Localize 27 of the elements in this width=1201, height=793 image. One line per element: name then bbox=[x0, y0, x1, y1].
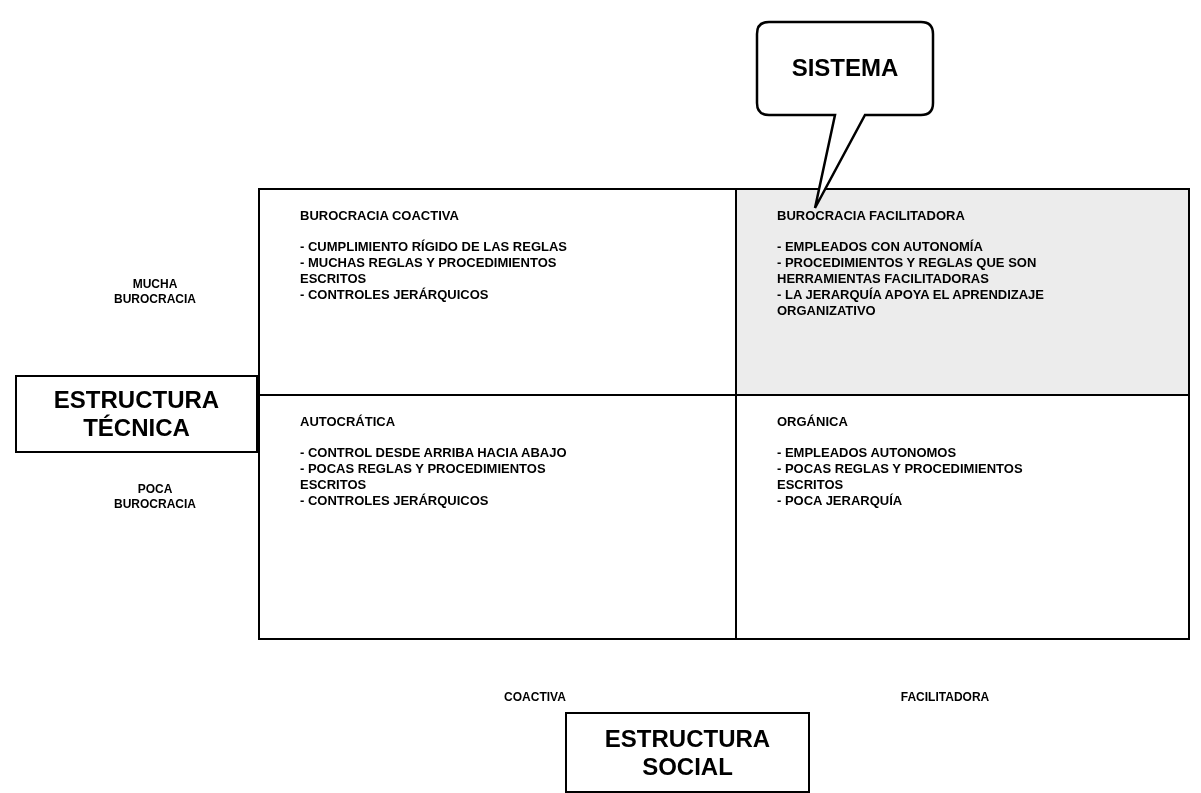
quadrant-title: ORGÁNICA bbox=[777, 414, 849, 429]
bullet-item: - CONTROLES JERÁRQUICOS bbox=[300, 493, 490, 509]
callout-text: SISTEMA bbox=[790, 52, 900, 83]
quadrant-cell bbox=[735, 394, 1190, 640]
quadrant-title: BUROCRACIA COACTIVA bbox=[300, 208, 460, 223]
axis-label: POCA BUROCRACIA bbox=[113, 482, 197, 512]
axis-label: FACILITADORA bbox=[899, 690, 991, 705]
bullet-item: - POCAS REGLAS Y PROCEDIMIENTOS ESCRITOS bbox=[777, 461, 1024, 493]
bullet-item: - MUCHAS REGLAS Y PROCEDIMIENTOS ESCRITOS bbox=[300, 255, 558, 287]
bullet-item: - EMPLEADOS AUTONOMOS bbox=[777, 445, 958, 461]
quadrant-title: AUTOCRÁTICA bbox=[300, 414, 397, 429]
axis-title-box: ESTRUCTURA TÉCNICA bbox=[15, 375, 258, 453]
bullet-item: - CONTROL DESDE ARRIBA HACIA ABAJO bbox=[300, 445, 568, 461]
bullet-item: - CONTROLES JERÁRQUICOS bbox=[300, 287, 490, 303]
bullet-item: - PROCEDIMIENTOS Y REGLAS QUE SON HERRAMIENTAS FACILITADORAS bbox=[777, 255, 1038, 287]
bullet-item: - LA JERARQUÍA APOYA EL APRENDIZAJE ORGANIZATIVO bbox=[777, 287, 1046, 319]
quadrant-cell bbox=[258, 394, 737, 640]
bullet-item: - POCA JERARQUÍA bbox=[777, 493, 904, 509]
axis-label: COACTIVA bbox=[503, 690, 567, 705]
axis-label: MUCHA BUROCRACIA bbox=[113, 277, 197, 307]
bullet-item: - EMPLEADOS CON AUTONOMÍA bbox=[777, 239, 984, 255]
quadrant-cell bbox=[735, 188, 1190, 396]
axis-title-box: ESTRUCTURA SOCIAL bbox=[565, 712, 810, 793]
bullet-item: - CUMPLIMIENTO RÍGIDO DE LAS REGLAS bbox=[300, 239, 568, 255]
quadrant-cell bbox=[258, 188, 737, 396]
bullet-item: - POCAS REGLAS Y PROCEDIMIENTOS ESCRITOS bbox=[300, 461, 547, 493]
quadrant-title: BUROCRACIA FACILITADORA bbox=[777, 208, 966, 223]
